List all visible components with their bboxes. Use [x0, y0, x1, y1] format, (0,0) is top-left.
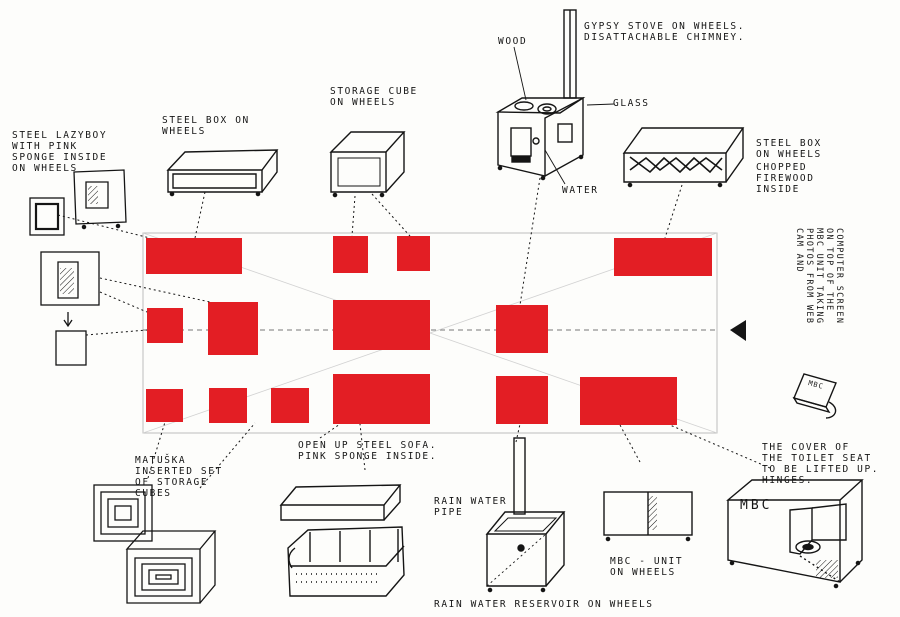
furniture-blocks [146, 236, 712, 425]
mbc-unit-sketch [603, 491, 693, 542]
block-cube-3 [271, 388, 309, 423]
steel-box-sketch [166, 149, 279, 197]
label-storage-cube: STORAGE CUBE ON WHEELS [330, 86, 418, 108]
block-firewood-box [614, 238, 712, 276]
label-sofa: OPEN UP STEEL SOFA. PINK SPONGE INSIDE. [298, 440, 438, 462]
label-gypsy-stove: GYPSY STOVE ON WHEELS. DISATTACHABLE CHI… [584, 21, 746, 43]
label-rain-pipe: RAIN WATER PIPE [434, 496, 508, 518]
block-steel-box [146, 238, 242, 274]
block-cube-1 [146, 389, 183, 422]
block-cube-2 [209, 388, 247, 423]
block-lazyboy-cube [208, 302, 258, 355]
label-wood: WOOD [498, 36, 528, 47]
leader-lines [57, 177, 771, 489]
label-matuska: MATUŠKA INSERTED SET OF STORAGE CUBES [135, 455, 223, 499]
label-steel-box-left: STEEL BOX ON WHEELS [162, 115, 250, 137]
label-lazyboy: STEEL LAZYBOY WITH PINK SPONGE INSIDE ON… [12, 130, 108, 174]
direction-arrow-icon [730, 320, 746, 341]
sofa-sketch [279, 484, 405, 597]
label-firewood: CHOPPED FIREWOOD INSIDE [756, 162, 815, 195]
label-steel-box-right: STEEL BOX ON WHEELS [756, 138, 822, 160]
gypsy-stove-sketch [495, 9, 615, 185]
block-storage-cube-2 [397, 236, 430, 271]
matuska-cubes-sketch [93, 484, 217, 604]
block-storage-cube-1 [333, 236, 368, 273]
block-mbc-unit [580, 377, 677, 425]
firewood-box-sketch [622, 127, 745, 188]
label-toilet-cover: THE COVER OF THE TOILET SEAT TO BE LIFTE… [762, 442, 880, 486]
storage-cube-sketch [329, 131, 406, 198]
mbc-toilet-box-sketch [726, 479, 864, 589]
floor-plan-outline [142, 232, 718, 434]
rain-reservoir-sketch [485, 437, 566, 593]
label-water: WATER [562, 185, 599, 196]
label-rain-reservoir: RAIN WATER RESERVOIR ON WHEELS [434, 599, 654, 610]
lazyboy-sketch [29, 169, 127, 366]
block-lazyboy [147, 308, 183, 343]
mbc-device-sketch [792, 373, 837, 419]
label-glass: GLASS [613, 98, 650, 109]
block-sofa-closed [333, 300, 430, 350]
label-computer-screen: COMPUTER SCREEN ON TOP OF THE MBC UNIT T… [794, 228, 844, 325]
block-stove [496, 305, 548, 353]
block-sofa-open [333, 374, 430, 424]
label-mbc-box: MBC [740, 498, 773, 513]
label-mbc-unit: MBC - UNIT ON WHEELS [610, 556, 684, 578]
block-reservoir [496, 376, 548, 424]
